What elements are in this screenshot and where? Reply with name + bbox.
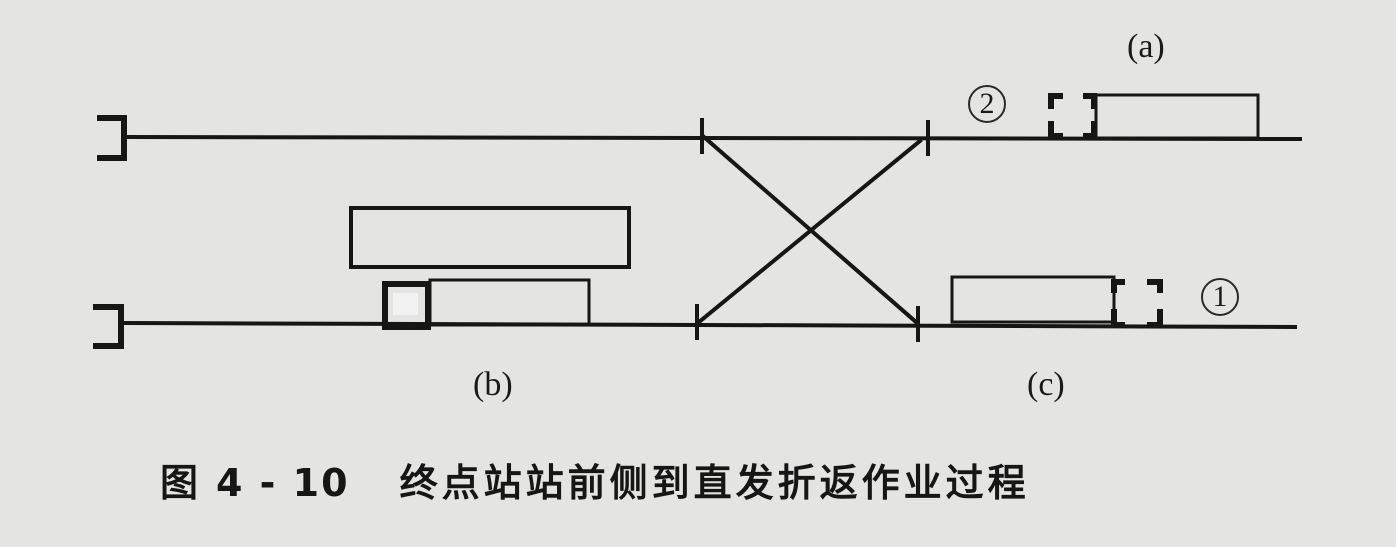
train-b-cab-icon xyxy=(382,281,431,330)
train-a-body xyxy=(1094,93,1260,140)
train-c-cab-icon xyxy=(1111,279,1163,328)
train-b-upper-car xyxy=(349,206,631,269)
label-a: (a) xyxy=(1127,28,1165,65)
label-c: (c) xyxy=(1027,366,1065,403)
figure-caption: 图 4 - 10 终点站站前侧到直发折返作业过程 xyxy=(160,452,1030,507)
track-1-marker: 1 xyxy=(1201,278,1239,316)
train-c-body xyxy=(950,275,1116,324)
upper-buffer-stop-icon xyxy=(97,115,127,161)
caption-title: 终点站站前侧到直发折返作业过程 xyxy=(399,461,1030,505)
track-2-marker: 2 xyxy=(968,85,1006,123)
label-b: (b) xyxy=(473,366,513,403)
crossover-diagonal-2 xyxy=(696,138,923,325)
caption-number: 4 - 10 xyxy=(216,461,350,505)
lower-track-line xyxy=(117,320,1298,330)
train-b-body xyxy=(428,278,591,327)
train-a-cab-icon xyxy=(1048,93,1097,139)
caption-prefix: 图 xyxy=(160,461,203,505)
lower-buffer-stop-icon xyxy=(93,304,124,349)
